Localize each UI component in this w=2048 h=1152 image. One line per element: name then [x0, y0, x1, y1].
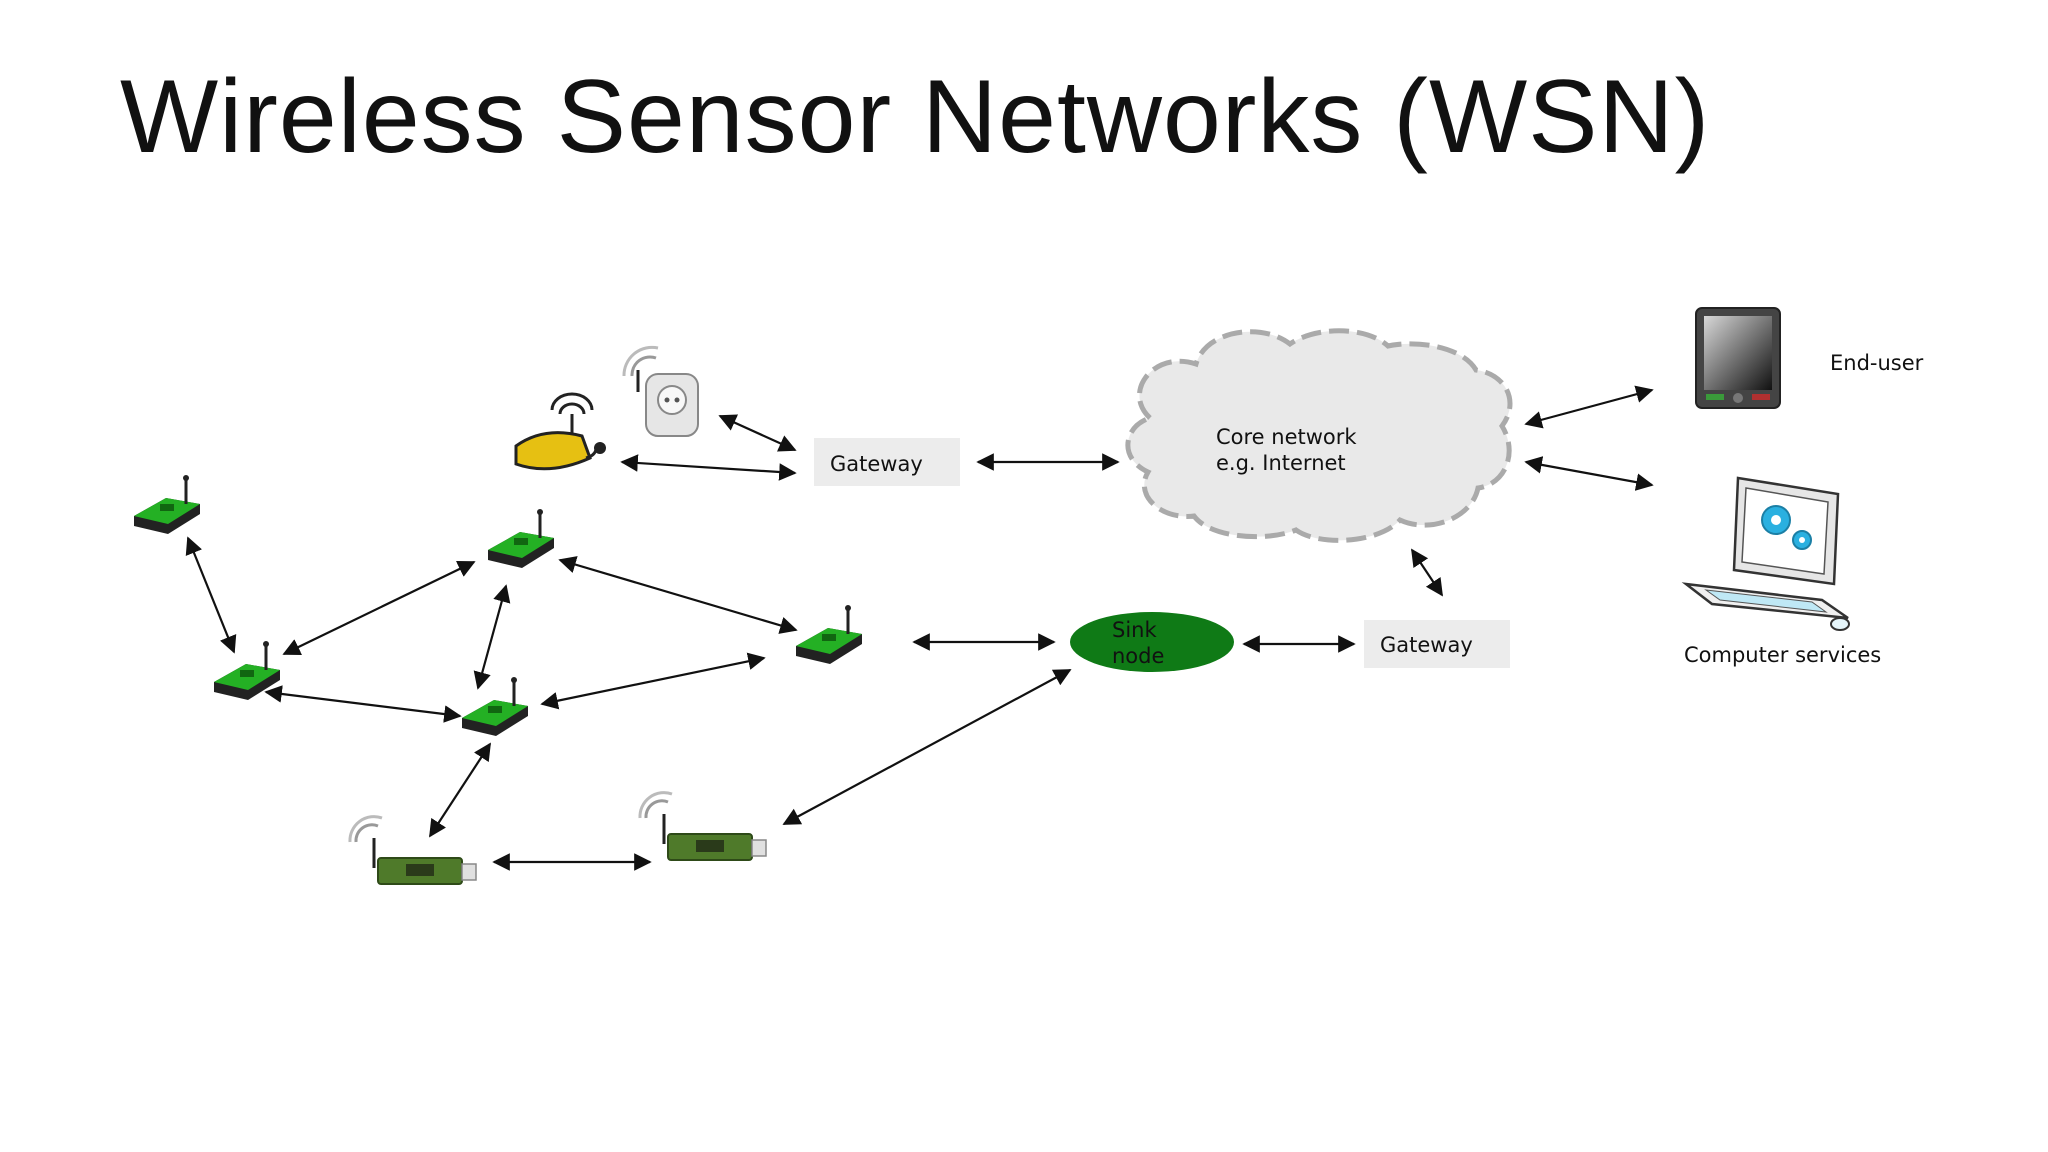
- link-cloud-computer: [1524, 456, 1654, 491]
- gateway-top: Gateway: [814, 438, 960, 486]
- gateway-top-label: Gateway: [830, 452, 923, 476]
- link-plug-gateway: [718, 414, 797, 452]
- link-sensor-b-d: [264, 685, 462, 723]
- gateway-bottom-label: Gateway: [1380, 633, 1473, 657]
- link-sensor-d-e: [540, 652, 766, 710]
- gateway-bottom: Gateway: [1364, 620, 1510, 668]
- computer-services-label: Computer services: [1684, 643, 1881, 667]
- sink-node-line1: Sink: [1112, 618, 1157, 642]
- core-network-line1: Core network: [1216, 425, 1357, 449]
- smart-plug-icon: [622, 345, 699, 437]
- wireless-router-icon: [514, 392, 606, 471]
- link-sensor-a-b: [185, 536, 237, 654]
- core-network-cloud: Core network e.g. Internet: [1125, 328, 1513, 543]
- usb-sensor-node-2: [638, 791, 767, 861]
- link-sensor-c-d: [473, 584, 511, 690]
- tablet-icon: [1695, 307, 1781, 409]
- sink-node: Sink node: [1070, 612, 1234, 672]
- link-cloud-enduser: [1524, 385, 1654, 429]
- link-sensor-d-usb1: [429, 742, 491, 838]
- end-user-label: End-user: [1830, 351, 1924, 375]
- sensor-node-e: [796, 605, 862, 664]
- sensor-node-c: [488, 509, 554, 568]
- core-network-line2: e.g. Internet: [1216, 451, 1346, 475]
- connectors: [185, 385, 1654, 871]
- link-cloud-gateway-bottom: [1411, 548, 1443, 597]
- sensor-node-d: [462, 677, 528, 736]
- link-sensor-b-c: [282, 560, 476, 656]
- computer-icon: [1681, 476, 1850, 631]
- link-router-gateway: [620, 454, 797, 481]
- slide-title: Wireless Sensor Networks (WSN): [120, 59, 1711, 175]
- sensor-node-a: [134, 475, 200, 534]
- sink-node-line2: node: [1112, 644, 1164, 668]
- link-usb-sink: [782, 669, 1072, 825]
- link-sensor-c-e: [558, 556, 798, 634]
- sensor-node-b: [214, 641, 280, 700]
- usb-sensor-node-1: [348, 815, 477, 885]
